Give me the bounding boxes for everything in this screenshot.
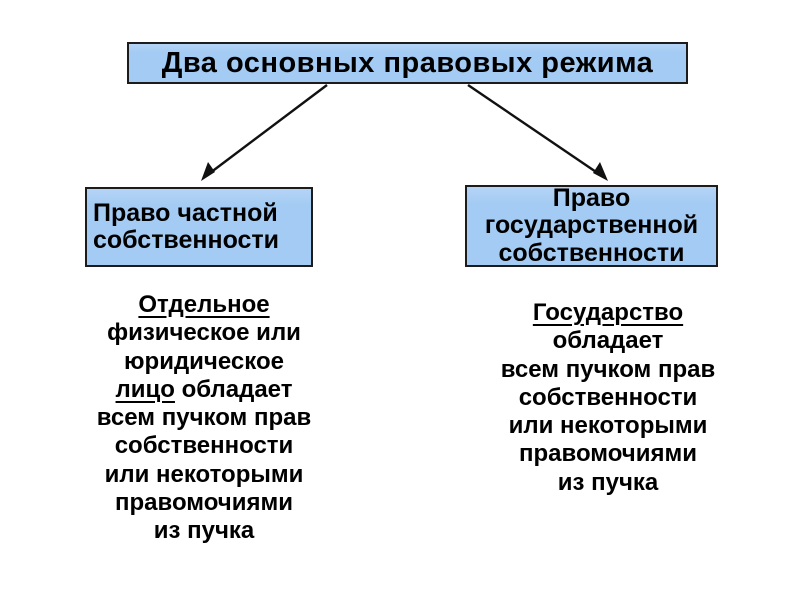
text-line: Право частной [93, 200, 279, 227]
arrow-right [467, 84, 608, 181]
text-segment: собственности [114, 432, 294, 460]
text-segment: физическое или [107, 319, 301, 347]
text-line: собственности [49, 432, 359, 460]
text-segment: из пучка [557, 468, 659, 496]
text-segment: из пучка [153, 517, 255, 545]
text-line: всем пучком прав [478, 356, 738, 384]
text-segment: государственной [484, 211, 699, 240]
text-segment: юридическое [124, 347, 284, 375]
text-segment: или некоторыми [104, 460, 304, 488]
underlined-text: лицо [115, 375, 175, 403]
text-line: собственности [485, 238, 698, 268]
text-segment: Право частной [93, 199, 278, 227]
text-line: юридическое [49, 348, 359, 376]
text-segment: или некоторыми [508, 412, 708, 440]
text-line: из пучка [478, 469, 738, 497]
text-line: из пучка [49, 517, 359, 545]
text-line: правомочиями [478, 440, 738, 468]
arrow-left [201, 84, 328, 181]
text-line: правомочиями [49, 489, 359, 517]
text-line: государственной [485, 212, 698, 240]
text-segment: правомочиями [115, 489, 293, 517]
underlined-text: Отдельное [138, 291, 270, 318]
title-box: Два основных правовых режима [127, 42, 688, 84]
text-segment: собственности [498, 238, 685, 267]
text-line: Отдельное [49, 291, 359, 319]
text-segment: обладает [552, 327, 664, 355]
text-line: Государство [478, 299, 738, 327]
text-line: или некоторыми [478, 412, 738, 440]
text-line: физическое или [49, 319, 359, 347]
page-title: Два основных правовых режима [161, 47, 654, 79]
text-segment: всем пучком прав [96, 404, 312, 432]
text-segment: собственности [93, 226, 280, 254]
text-segment: обладает [174, 375, 293, 403]
text-line: собственности [478, 384, 738, 412]
text-line: или некоторыми [49, 461, 359, 489]
text-line: обладает [478, 327, 738, 355]
text-line: всем пучком прав [49, 404, 359, 432]
text-line: лицо обладает [49, 376, 359, 404]
text-segment: всем пучком прав [500, 355, 716, 383]
text-line: собственности [93, 227, 279, 254]
text-segment: собственности [518, 383, 698, 411]
text-segment: правомочиями [519, 440, 697, 468]
underlined-text: Государство [532, 299, 684, 326]
text-segment: Право [552, 183, 631, 212]
text-line: Право [485, 183, 698, 213]
